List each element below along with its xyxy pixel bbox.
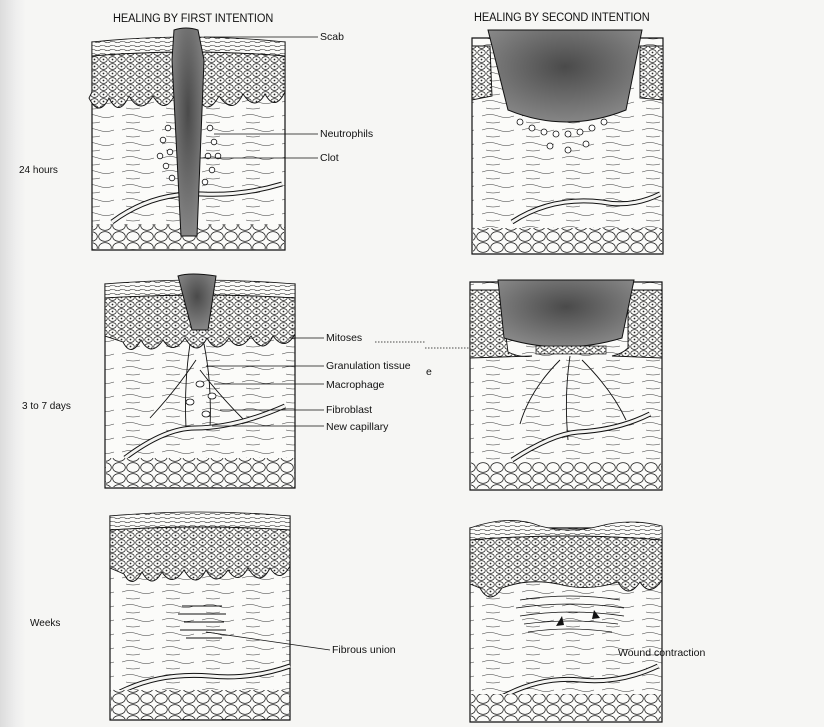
- label-neutrophils: Neutrophils: [320, 128, 373, 140]
- label-fibrous-union: Fibrous union: [332, 644, 396, 656]
- row-label-3-to-7-days: 3 to 7 days: [22, 401, 71, 412]
- label-new-capillary: New capillary: [326, 421, 388, 433]
- panel-second-3to7-fat: [471, 462, 661, 489]
- panel-second-24h: [472, 30, 663, 254]
- panel-first-weeks-fat: [111, 690, 289, 719]
- panel-first-weeks: [110, 512, 290, 720]
- label-clot: Clot: [320, 152, 339, 164]
- granulation-bed: [536, 346, 606, 354]
- label-scab: Scab: [320, 31, 344, 43]
- label-macrophage: Macrophage: [326, 379, 384, 391]
- open-wound-clot: [488, 30, 642, 122]
- title-second-intention: HEALING BY SECOND INTENTION: [474, 12, 650, 25]
- label-stray-e: e: [426, 366, 432, 378]
- panel-second-weeks-fat: [471, 694, 661, 721]
- label-granulation-tissue: Granulation tissue: [326, 360, 411, 372]
- panel-first-3to7-fat: [106, 458, 294, 487]
- label-mitoses: Mitoses: [326, 332, 362, 344]
- panel-second-24h-fat: [473, 228, 662, 253]
- open-wound-scab: [498, 280, 634, 347]
- label-fibroblast: Fibroblast: [326, 404, 372, 416]
- panel-second-weeks: [470, 520, 662, 722]
- row-label-weeks: Weeks: [30, 618, 60, 629]
- row-label-24-hours: 24 hours: [19, 165, 58, 176]
- panel-first-3to7: [105, 274, 295, 488]
- panel-first-weeks-epidermis: [110, 527, 290, 582]
- panel-second-3to7: [470, 280, 662, 490]
- title-first-intention: HEALING BY FIRST INTENTION: [113, 13, 273, 26]
- panel-first-24h: [89, 28, 285, 250]
- label-wound-contraction: Wound contraction: [618, 647, 705, 659]
